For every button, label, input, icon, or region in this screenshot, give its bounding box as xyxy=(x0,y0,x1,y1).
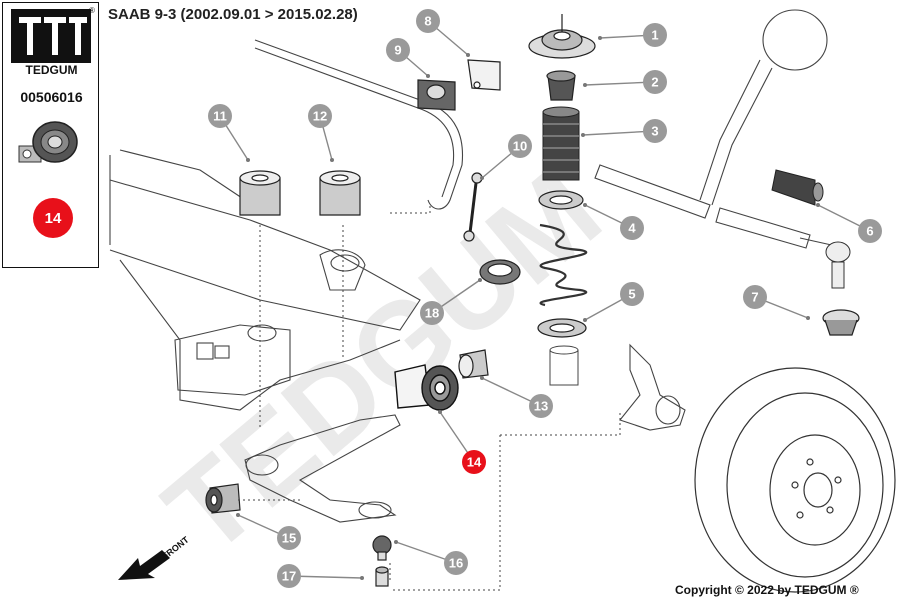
callout-number-16: 16 xyxy=(449,556,463,571)
callout-badge-6 xyxy=(858,219,882,243)
part-ball-joint-pin xyxy=(375,566,389,587)
part-subframe-bushing-left xyxy=(239,170,281,216)
callout-leader-tip-17 xyxy=(360,576,364,580)
callout-number-2: 2 xyxy=(651,75,658,90)
callout-leader-17 xyxy=(288,575,363,579)
vehicle-model-title: SAAB 9-3 (2002.09.01 > 2015.02.28) xyxy=(108,6,358,23)
part-stabilizer-bushing xyxy=(417,79,456,111)
strut-tube xyxy=(549,345,579,386)
callout-number-18: 18 xyxy=(425,306,439,321)
part-dust-boot xyxy=(542,106,580,181)
callout-number-15: 15 xyxy=(282,531,296,546)
callout-number-12: 12 xyxy=(313,109,327,124)
callout-badge-12 xyxy=(308,104,332,128)
part-strut-top-mount xyxy=(528,14,596,59)
callout-badge-11 xyxy=(208,104,232,128)
callout-leader-tip-12 xyxy=(330,158,334,162)
callout-leader-tip-5 xyxy=(583,318,587,322)
callout-leader-tip-4 xyxy=(583,203,587,207)
part-ball-joint-boot xyxy=(822,309,860,336)
registered-mark: ® xyxy=(89,6,95,15)
part-strut-bearing xyxy=(479,259,521,285)
callout-badge-16 xyxy=(444,551,468,575)
part-control-arm-bushing-front xyxy=(205,483,241,514)
front-wheel xyxy=(694,367,896,593)
callout-number-3: 3 xyxy=(651,124,658,139)
callout-leader-tip-13 xyxy=(480,376,484,380)
part-info-panel: ® TEDGUM 00506016 14 xyxy=(2,2,99,268)
assembly-guide-lines xyxy=(238,205,621,591)
callout-leader-tip-1 xyxy=(598,36,602,40)
callout-leader-tip-6 xyxy=(816,203,820,207)
callout-badge-18 xyxy=(420,301,444,325)
callout-badge-3 xyxy=(643,119,667,143)
callout-number-14: 14 xyxy=(467,455,482,470)
part-control-arm-rear-bushing xyxy=(394,364,459,411)
callout-leader-tip-7 xyxy=(806,316,810,320)
coil-spring xyxy=(539,223,588,307)
brand-name: TEDGUM xyxy=(25,63,78,77)
part-stabilizer-link xyxy=(463,172,483,242)
callout-badge-15 xyxy=(277,526,301,550)
part-spring-seat-upper xyxy=(538,190,584,210)
callout-leader-tip-18 xyxy=(478,278,482,282)
callout-number-6: 6 xyxy=(866,224,873,239)
part-spring-seat-lower xyxy=(537,318,587,338)
callout-leader-tip-9 xyxy=(426,74,430,78)
part-stabilizer-clamp xyxy=(467,59,501,91)
front-direction-arrow: FRONT xyxy=(118,534,191,580)
callout-number-11: 11 xyxy=(213,109,227,124)
callout-number-7: 7 xyxy=(751,290,758,305)
callout-badge-1 xyxy=(643,23,667,47)
callout-leader-tip-8 xyxy=(466,53,470,57)
callout-number-9: 9 xyxy=(394,43,401,58)
steering-knuckle xyxy=(619,343,686,431)
subframe-outline xyxy=(109,149,421,411)
callout-badge-5 xyxy=(620,282,644,306)
callout-number-4: 4 xyxy=(628,221,636,236)
callout-leader-tip-3 xyxy=(581,133,585,137)
callout-badge-2 xyxy=(643,70,667,94)
callout-badge-14 xyxy=(462,450,486,474)
steering-assembly xyxy=(594,9,846,249)
callout-leader-tip-2 xyxy=(583,83,587,87)
bushing-thumbnail-icon xyxy=(18,121,78,163)
callout-badge-8 xyxy=(416,9,440,33)
tedgum-logo-icon xyxy=(11,9,91,63)
part-steering-boot xyxy=(771,169,824,206)
copyright-notice: Copyright © 2022 by TEDGUM ® xyxy=(675,583,859,597)
part-bump-stop xyxy=(546,70,576,101)
callout-leader-tip-16 xyxy=(394,540,398,544)
part-control-arm-front-bushing xyxy=(458,349,489,379)
callout-number-5: 5 xyxy=(628,287,635,302)
callout-badge-13 xyxy=(529,394,553,418)
highlight-number-badge: 14 xyxy=(33,198,73,238)
front-direction-label: FRONT xyxy=(160,534,191,561)
callout-leader-tip-15 xyxy=(236,513,240,517)
callout-number-13: 13 xyxy=(534,399,548,414)
callout-badge-9 xyxy=(386,38,410,62)
callout-number-10: 10 xyxy=(513,139,527,154)
part-number: 00506016 xyxy=(20,89,83,105)
callout-number-8: 8 xyxy=(424,14,431,29)
callout-number-17: 17 xyxy=(282,569,296,584)
callout-badge-4 xyxy=(620,216,644,240)
callout-badge-17 xyxy=(277,564,301,588)
callout-leader-tip-10 xyxy=(480,176,484,180)
callout-badge-10 xyxy=(508,134,532,158)
callout-number-1: 1 xyxy=(651,28,658,43)
part-subframe-bushing-right xyxy=(319,170,361,216)
tie-rod-end xyxy=(825,241,851,289)
callout-leader-3 xyxy=(582,130,656,136)
part-ball-joint xyxy=(372,535,392,561)
callout-badge-7 xyxy=(743,285,767,309)
callout-leader-tip-14 xyxy=(438,410,442,414)
callout-leader-tip-11 xyxy=(246,158,250,162)
